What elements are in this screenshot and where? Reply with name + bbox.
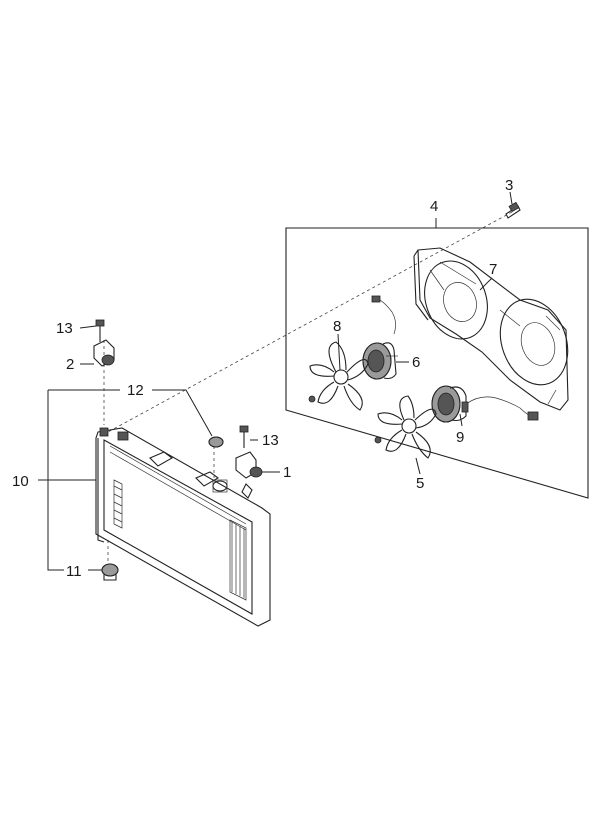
callout-13-lower: 13 — [262, 432, 279, 449]
fan-shroud — [413, 247, 569, 411]
callout-5: 5 — [416, 475, 424, 492]
callout-1: 1 — [283, 464, 291, 481]
fan-assembly-box — [285, 227, 589, 499]
radiator-fins — [113, 485, 245, 598]
callout-labels: 1 2 3 4 5 6 7 8 9 10 11 12 13 13 — [12, 177, 513, 580]
callout-11: 11 — [66, 563, 82, 580]
bracket-part-2 — [93, 319, 115, 367]
bracket-part-1 — [235, 425, 263, 499]
alignment-lines — [103, 211, 513, 566]
callout-13-upper: 13 — [56, 320, 73, 337]
grommet-upper — [208, 436, 228, 493]
callout-6: 6 — [412, 354, 420, 371]
bolt-part-3 — [505, 201, 521, 219]
radiator — [95, 427, 271, 627]
fan-motor-lower — [431, 385, 539, 423]
callout-2: 2 — [66, 356, 74, 373]
callout-7: 7 — [489, 261, 497, 278]
grommet-lower — [101, 563, 119, 581]
callout-4: 4 — [430, 198, 438, 215]
callout-12: 12 — [127, 382, 144, 399]
callout-8: 8 — [333, 318, 341, 335]
callout-10: 10 — [12, 473, 29, 490]
callout-3: 3 — [505, 177, 513, 194]
fan-motor-upper — [362, 295, 398, 380]
fan-blade-upper — [308, 341, 369, 411]
fan-blade-lower — [374, 395, 437, 459]
leader-lines — [38, 191, 513, 571]
callout-9: 9 — [456, 429, 464, 446]
